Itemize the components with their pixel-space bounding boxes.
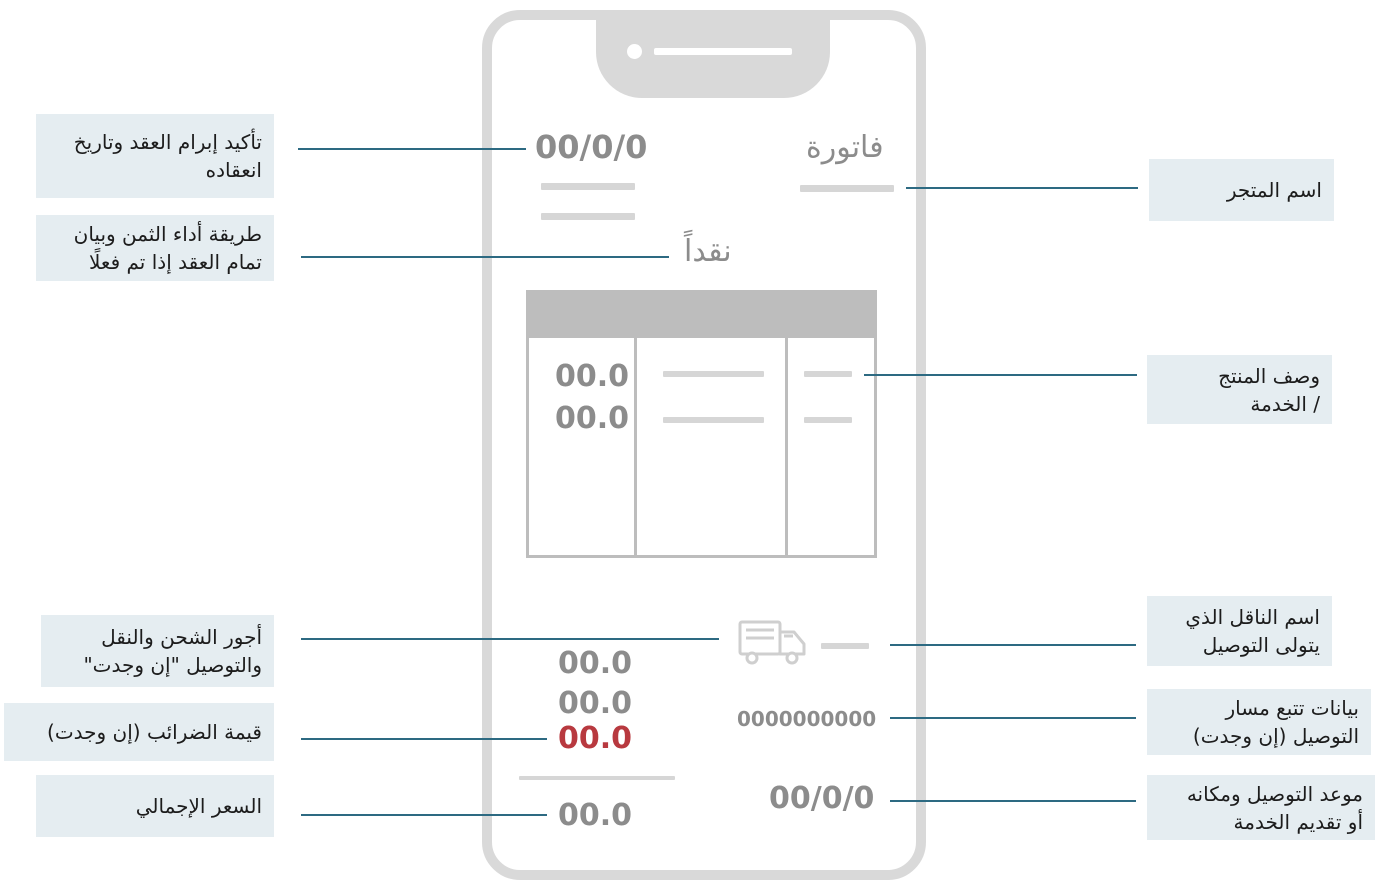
callout-text: موعد التوصيل ومكانه: [1186, 781, 1363, 806]
callout-carrier-name: اسم الناقل الذي يتولى التوصيل: [1147, 596, 1332, 666]
payment-method: نقداً: [684, 234, 732, 269]
callout-tracking-data: بيانات تتبع مسار التوصيل (إن وجدت): [1147, 689, 1371, 755]
callout-text: طريقة أداء الثمن وبيان: [73, 222, 262, 246]
item-desc-placeholder: [804, 417, 852, 423]
connector-line: [890, 717, 1136, 719]
tax-highlight: 00.0: [558, 721, 633, 756]
contract-line-placeholder: [541, 183, 635, 190]
tax-value: 00.0: [558, 686, 633, 721]
table-divider: [785, 293, 788, 555]
callout-text: تمام العقد إذا تم فعلًا: [89, 250, 262, 274]
callout-store-name: اسم المتجر: [1149, 159, 1334, 221]
connector-line: [301, 638, 719, 640]
connector-line: [890, 644, 1136, 646]
contract-date: 00/0/0: [535, 128, 648, 166]
callout-tax-value: قيمة الضرائب (إن وجدت): [4, 703, 274, 761]
speaker-icon: [654, 48, 792, 55]
callout-text: أجور الشحن والنقل: [101, 625, 262, 649]
truck-icon: [738, 620, 806, 665]
callout-text: السعر الإجمالي: [135, 794, 262, 818]
callout-delivery-time: موعد التوصيل ومكانه أو تقديم الخدمة: [1147, 775, 1375, 840]
item-name-placeholder: [663, 371, 764, 377]
callout-text: قيمة الضرائب (إن وجدت): [47, 720, 262, 744]
total-price: 00.0: [558, 798, 633, 833]
callout-text: التوصيل (إن وجدت): [1192, 724, 1359, 748]
connector-line: [301, 256, 669, 258]
callout-text: يتولى التوصيل: [1202, 633, 1320, 657]
callout-text: تأكيد إبرام العقد وتاريخ: [73, 130, 262, 154]
callout-contract-confirmation: تأكيد إبرام العقد وتاريخ انعقاده: [36, 114, 274, 198]
callout-payment-method: طريقة أداء الثمن وبيان تمام العقد إذا تم…: [36, 215, 274, 281]
contract-line-placeholder: [541, 213, 635, 220]
table-divider: [634, 293, 637, 555]
item-desc-placeholder: [804, 371, 852, 377]
callout-total-price: السعر الإجمالي: [36, 775, 274, 837]
connector-line: [301, 814, 547, 816]
callout-text: انعقاده: [205, 158, 262, 182]
connector-line: [864, 374, 1137, 376]
callout-text: أو تقديم الخدمة: [1233, 809, 1363, 834]
connector-line: [906, 187, 1138, 189]
callout-text: بيانات تتبع مسار: [1225, 696, 1360, 720]
items-table: [526, 290, 877, 558]
connector-line: [298, 148, 526, 150]
callout-text: / الخدمة: [1250, 391, 1320, 416]
callout-text: اسم الناقل الذي: [1185, 605, 1320, 629]
callout-product-description: وصف المنتج / الخدمة: [1147, 355, 1332, 424]
tracking-number: 0000000000: [737, 707, 877, 731]
callout-shipping-fees: أجور الشحن والنقل والتوصيل "إن وجدت": [41, 615, 274, 687]
total-divider: [519, 776, 675, 780]
store-name-placeholder: [800, 185, 894, 192]
connector-line: [890, 800, 1136, 802]
shipping-cost: 00.0: [558, 646, 633, 681]
delivery-date: 00/0/0: [769, 781, 875, 816]
connector-line: [301, 738, 547, 740]
item-name-placeholder: [663, 417, 764, 423]
table-header: [529, 293, 874, 338]
item-price: 00.0: [555, 401, 630, 436]
callout-text: اسم المتجر: [1226, 178, 1322, 202]
invoice-title: فاتورة: [806, 130, 884, 165]
callout-text: والتوصيل "إن وجدت": [83, 653, 262, 677]
camera-icon: [627, 44, 642, 59]
item-price: 00.0: [555, 359, 630, 394]
carrier-name-placeholder: [821, 643, 869, 649]
callout-text: وصف المنتج: [1218, 363, 1320, 388]
